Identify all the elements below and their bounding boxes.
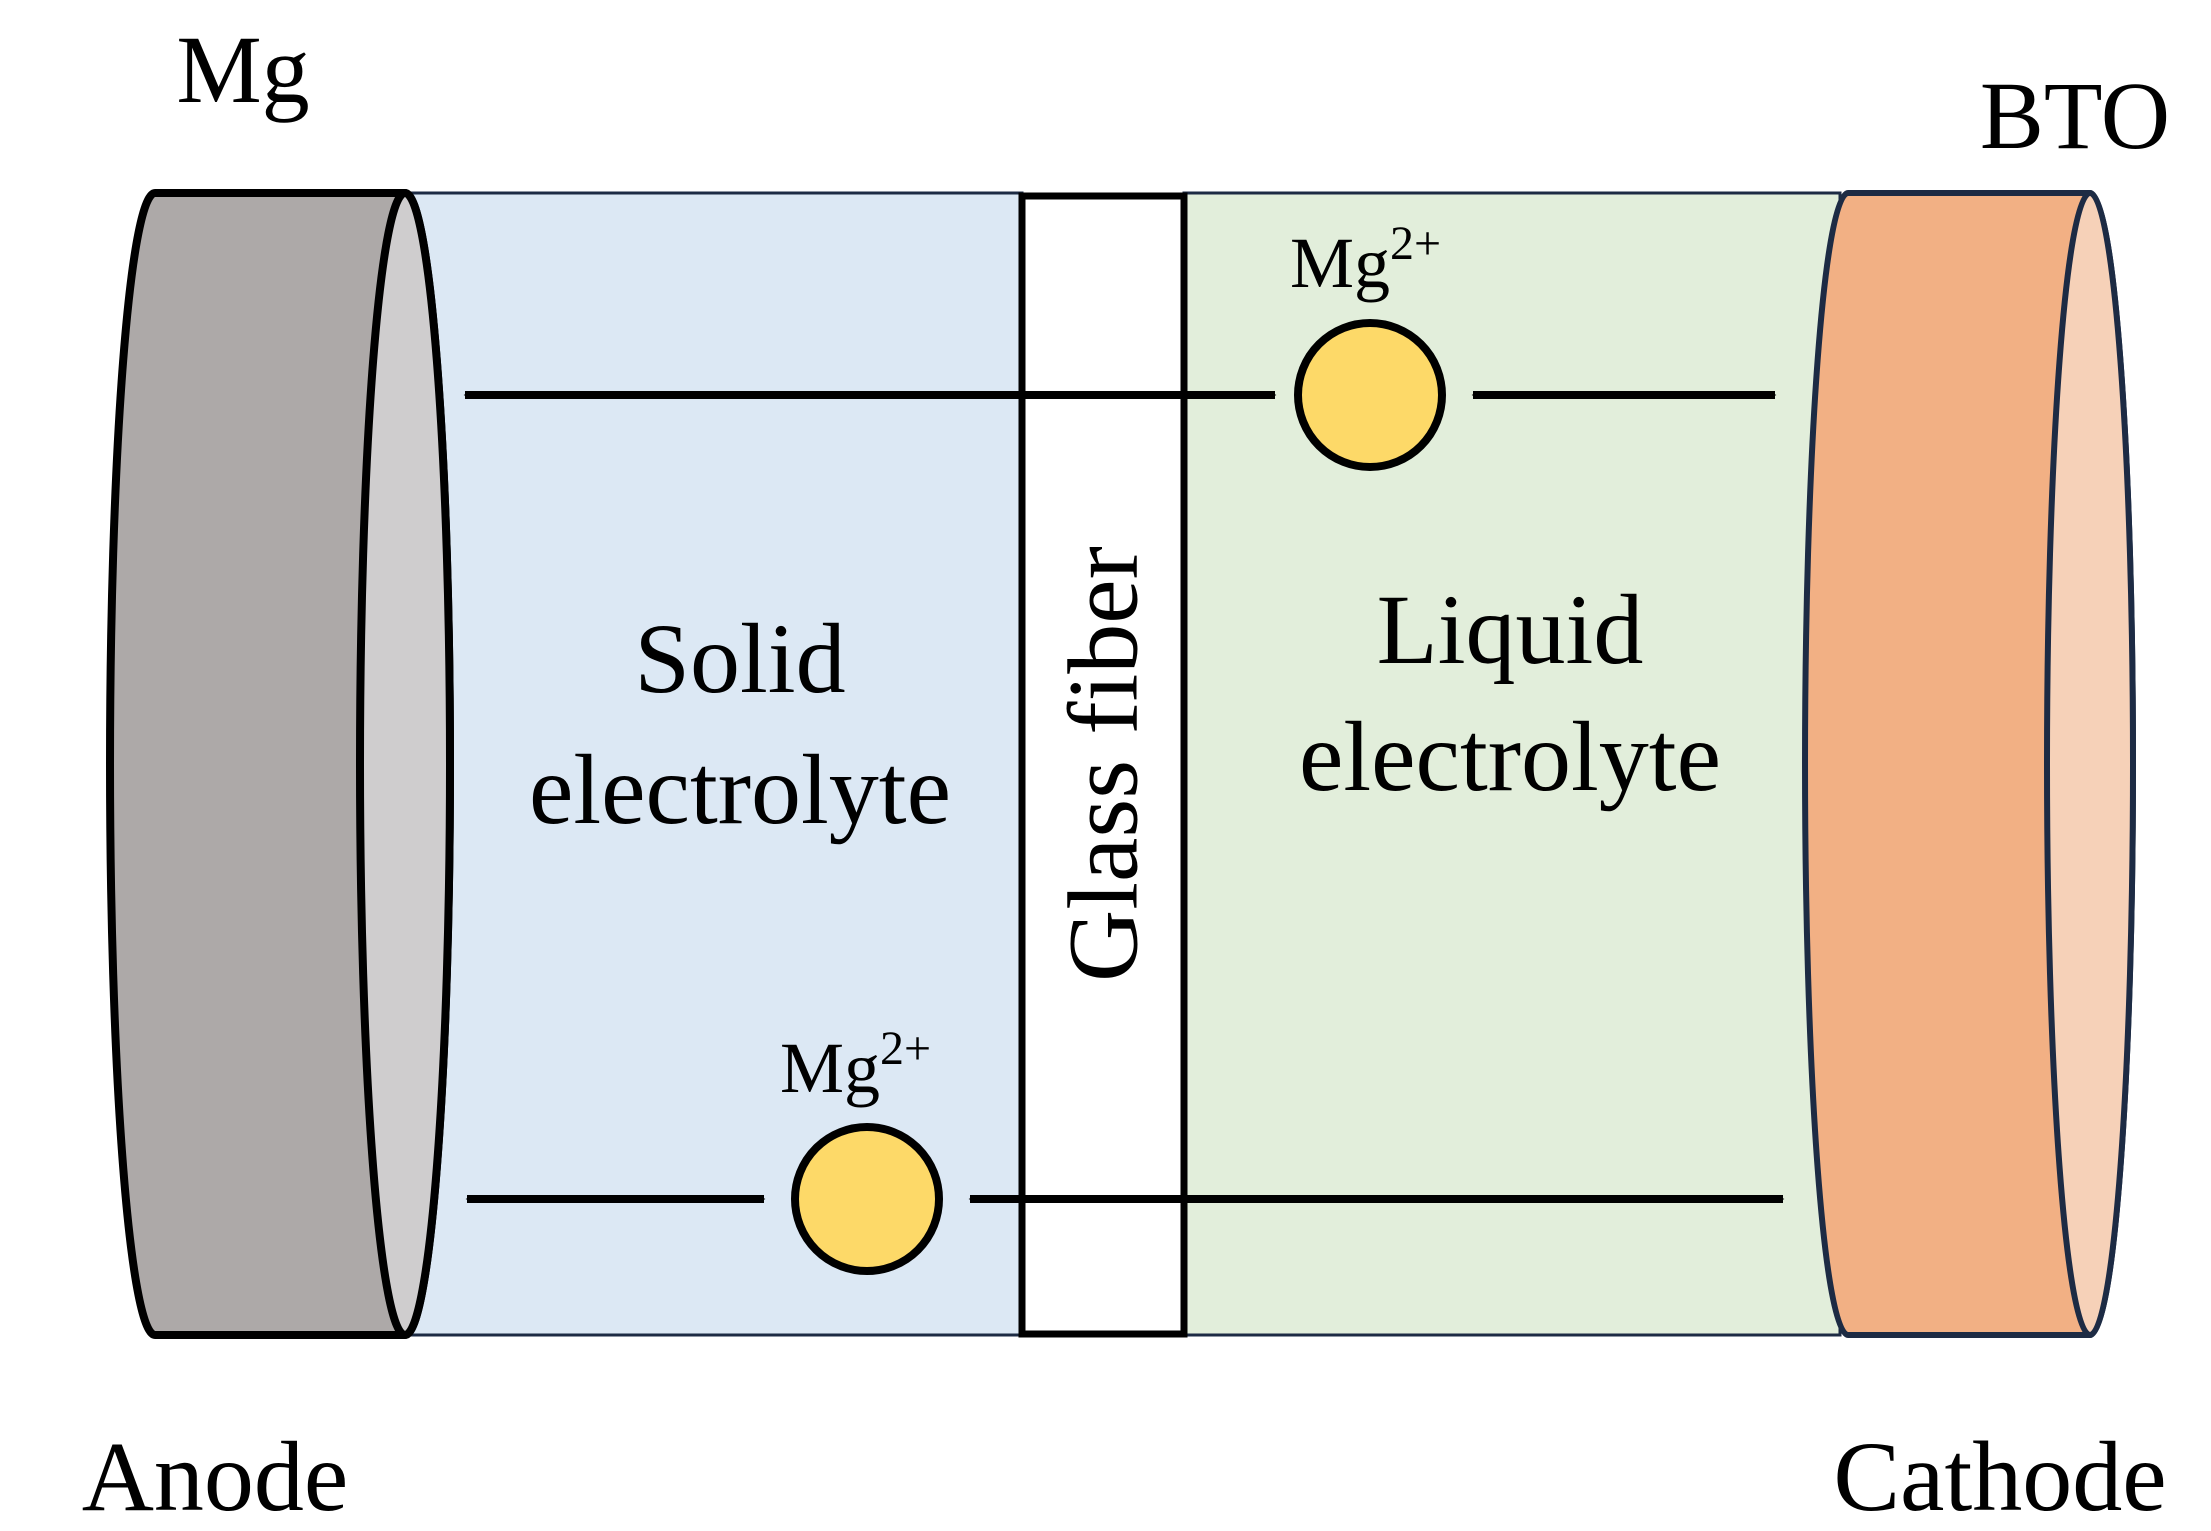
- mg-ion-upper-label: Mg2+: [1290, 217, 1441, 303]
- liquid-electrolyte-label-line1: Liquid: [1377, 574, 1644, 685]
- anode-disc-face: [356, 189, 454, 1339]
- anode-material-label: Mg: [176, 16, 309, 123]
- solid-electrolyte-label-line2: electrolyte: [529, 734, 951, 845]
- cathode-disc-face: [2044, 190, 2136, 1338]
- anode-label: Anode: [82, 1421, 349, 1531]
- glass-fiber-label: Glass fiber: [1048, 546, 1159, 982]
- cathode-label: Cathode: [1833, 1421, 2166, 1531]
- liquid-electrolyte-region: [1182, 191, 1842, 1337]
- mg-ion-upper: [1294, 319, 1446, 471]
- mg-ion-upper-label-base: Mg: [1290, 223, 1390, 303]
- mg-ion-lower-label-charge: 2+: [880, 1022, 931, 1075]
- liquid-electrolyte-label-line2: electrolyte: [1299, 701, 1721, 812]
- mg-ion-upper-label-charge: 2+: [1390, 217, 1441, 270]
- cathode-material-label: BTO: [1980, 62, 2170, 169]
- mg-ion-lower-label-base: Mg: [780, 1028, 880, 1108]
- mg-ion-lower-label: Mg2+: [780, 1022, 931, 1108]
- solid-electrolyte-label-line1: Solid: [634, 603, 845, 714]
- mg-ion-lower: [791, 1123, 943, 1275]
- glass-fiber-separator: [1018, 192, 1188, 1338]
